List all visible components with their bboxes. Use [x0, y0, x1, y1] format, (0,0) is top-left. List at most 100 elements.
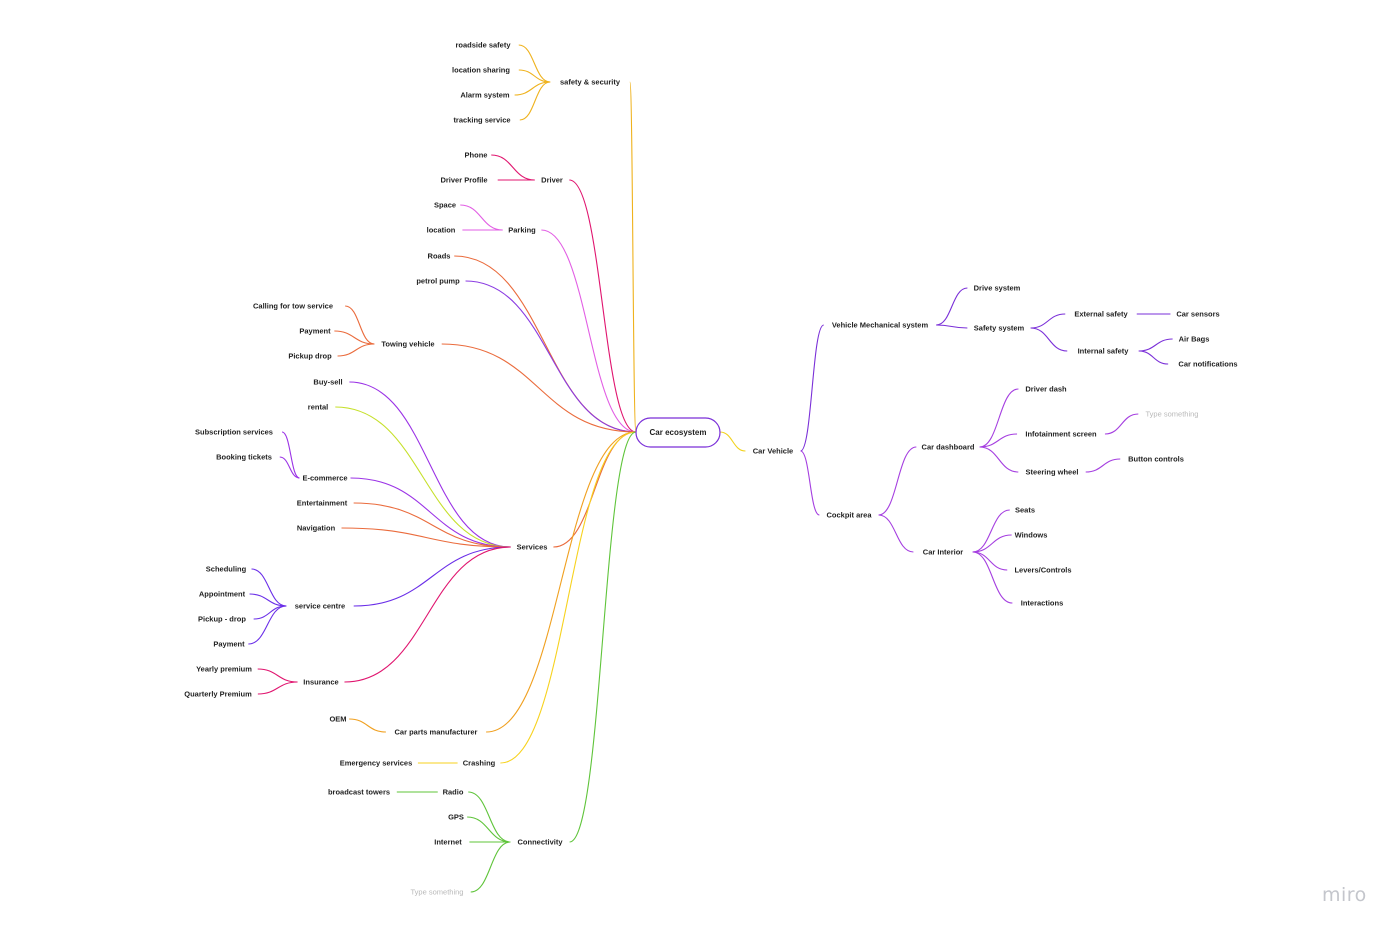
node-seats[interactable]: Seats [1015, 506, 1035, 515]
node-payment[interactable]: Payment [213, 640, 245, 649]
node-windows[interactable]: Windows [1015, 531, 1048, 540]
edge-external-safety [1030, 313, 1066, 329]
edge-interactions [972, 551, 1013, 604]
node-appointment[interactable]: Appointment [199, 590, 246, 599]
miro-logo: miro [1322, 884, 1367, 906]
edge-rental [335, 406, 511, 548]
edge-payment [248, 605, 287, 645]
edge-car-parts-manufacturer [486, 431, 637, 733]
edge-buy-sell [349, 381, 511, 548]
edge-booking-tickets [279, 456, 300, 479]
node-payment[interactable]: Payment [299, 327, 331, 336]
node-navigation[interactable]: Navigation [297, 524, 336, 533]
node-e-commerce[interactable]: E-commerce [302, 474, 347, 483]
node-insurance[interactable]: Insurance [303, 678, 338, 687]
edge-car-interior [878, 514, 914, 553]
node-parking[interactable]: Parking [508, 226, 536, 235]
node-air-bags[interactable]: Air Bags [1179, 335, 1210, 344]
node-car-parts-manufacturer[interactable]: Car parts manufacturer [395, 728, 478, 737]
node-crashing[interactable]: Crashing [463, 759, 496, 768]
node-internal-safety[interactable]: Internal safety [1078, 347, 1130, 356]
node-scheduling[interactable]: Scheduling [206, 565, 247, 574]
node-interactions[interactable]: Interactions [1021, 599, 1064, 608]
node-driver[interactable]: Driver [541, 176, 563, 185]
node-broadcast-towers[interactable]: broadcast towers [328, 788, 390, 797]
edge-safety-security [629, 81, 637, 433]
node-driver-dash[interactable]: Driver dash [1025, 385, 1067, 394]
node-roads[interactable]: Roads [428, 252, 451, 261]
edge-internal-safety [1030, 327, 1068, 352]
node-alarm-system[interactable]: Alarm system [460, 91, 510, 100]
node-radio[interactable]: Radio [443, 788, 464, 797]
edge-cockpit-area [800, 450, 820, 516]
node-vehicle-mechanical-system[interactable]: Vehicle Mechanical system [832, 321, 929, 330]
node-car-notifications[interactable]: Car notifications [1178, 360, 1237, 369]
edge-seats [972, 509, 1010, 553]
node-safety-security[interactable]: safety & security [560, 78, 621, 87]
edge-connectivity [569, 431, 637, 843]
node-external-safety[interactable]: External safety [1074, 310, 1128, 319]
root-node[interactable]: Car ecosystem [635, 417, 721, 448]
node-roadside-safety[interactable]: roadside safety [455, 41, 511, 50]
node-car-sensors[interactable]: Car sensors [1176, 310, 1219, 319]
node-internet[interactable]: Internet [434, 838, 462, 847]
node-type-something[interactable]: Type something [411, 888, 464, 897]
node-pickup-drop[interactable]: Pickup - drop [198, 615, 246, 624]
node-steering-wheel[interactable]: Steering wheel [1026, 468, 1079, 477]
edge-appointment [249, 593, 287, 607]
node-yearly-premium[interactable]: Yearly premium [196, 665, 252, 674]
edge-insurance [344, 546, 511, 683]
node-buy-sell[interactable]: Buy-sell [313, 378, 342, 387]
node-entertainment[interactable]: Entertainment [297, 499, 348, 508]
edge-pickup-drop [337, 343, 375, 357]
node-tracking-service[interactable]: tracking service [453, 116, 510, 125]
node-car-vehicle[interactable]: Car Vehicle [753, 447, 793, 456]
edge-steering-wheel [979, 446, 1019, 473]
edge-car-dashboard [878, 446, 917, 516]
node-rental[interactable]: rental [308, 403, 328, 412]
edge-gps [467, 816, 511, 843]
edge-yearly-premium [257, 668, 298, 683]
node-safety-system[interactable]: Safety system [974, 324, 1025, 333]
edge-car-vehicle [719, 431, 746, 452]
edge-type-something [1104, 413, 1139, 435]
node-services[interactable]: Services [517, 543, 548, 552]
node-drive-system[interactable]: Drive system [974, 284, 1021, 293]
node-emergency-services[interactable]: Emergency services [340, 759, 413, 768]
node-petrol-pump[interactable]: petrol pump [416, 277, 460, 286]
edge-quarterly-premium [257, 681, 298, 695]
node-car-dashboard[interactable]: Car dashboard [922, 443, 975, 452]
node-button-controls[interactable]: Button controls [1128, 455, 1184, 464]
edge-driver [569, 179, 637, 433]
edge-e-commerce [350, 477, 511, 548]
node-levers-controls[interactable]: Levers/Controls [1014, 566, 1071, 575]
node-booking-tickets[interactable]: Booking tickets [216, 453, 272, 462]
node-driver-profile[interactable]: Driver Profile [440, 176, 487, 185]
node-oem[interactable]: OEM [329, 715, 346, 724]
node-infotainment-screen[interactable]: Infotainment screen [1025, 430, 1097, 439]
node-phone[interactable]: Phone [465, 151, 488, 160]
edge-drive-system [936, 287, 968, 326]
node-subscription-services[interactable]: Subscription services [195, 428, 273, 437]
node-cockpit-area[interactable]: Cockpit area [826, 511, 872, 520]
edge-oem [349, 718, 386, 733]
mindmap-edges [248, 44, 1173, 893]
node-towing-vehicle[interactable]: Towing vehicle [381, 340, 434, 349]
node-space[interactable]: Space [434, 201, 456, 210]
node-car-interior[interactable]: Car Interior [923, 548, 964, 557]
edge-calling-for-tow-service [345, 305, 375, 345]
node-calling-for-tow-service[interactable]: Calling for tow service [253, 302, 333, 311]
node-quarterly-premium[interactable]: Quarterly Premium [184, 690, 252, 699]
edge-navigation [341, 527, 511, 548]
edge-phone [491, 154, 535, 181]
node-location-sharing[interactable]: location sharing [452, 66, 510, 75]
root-node-label: Car ecosystem [650, 428, 707, 437]
node-connectivity[interactable]: Connectivity [517, 838, 563, 847]
edge-button-controls [1085, 458, 1121, 473]
node-type-something[interactable]: Type something [1146, 410, 1199, 419]
node-gps[interactable]: GPS [448, 813, 464, 822]
node-location[interactable]: location [427, 226, 456, 235]
node-pickup-drop[interactable]: Pickup drop [288, 352, 332, 361]
node-service-centre[interactable]: service centre [295, 602, 345, 611]
